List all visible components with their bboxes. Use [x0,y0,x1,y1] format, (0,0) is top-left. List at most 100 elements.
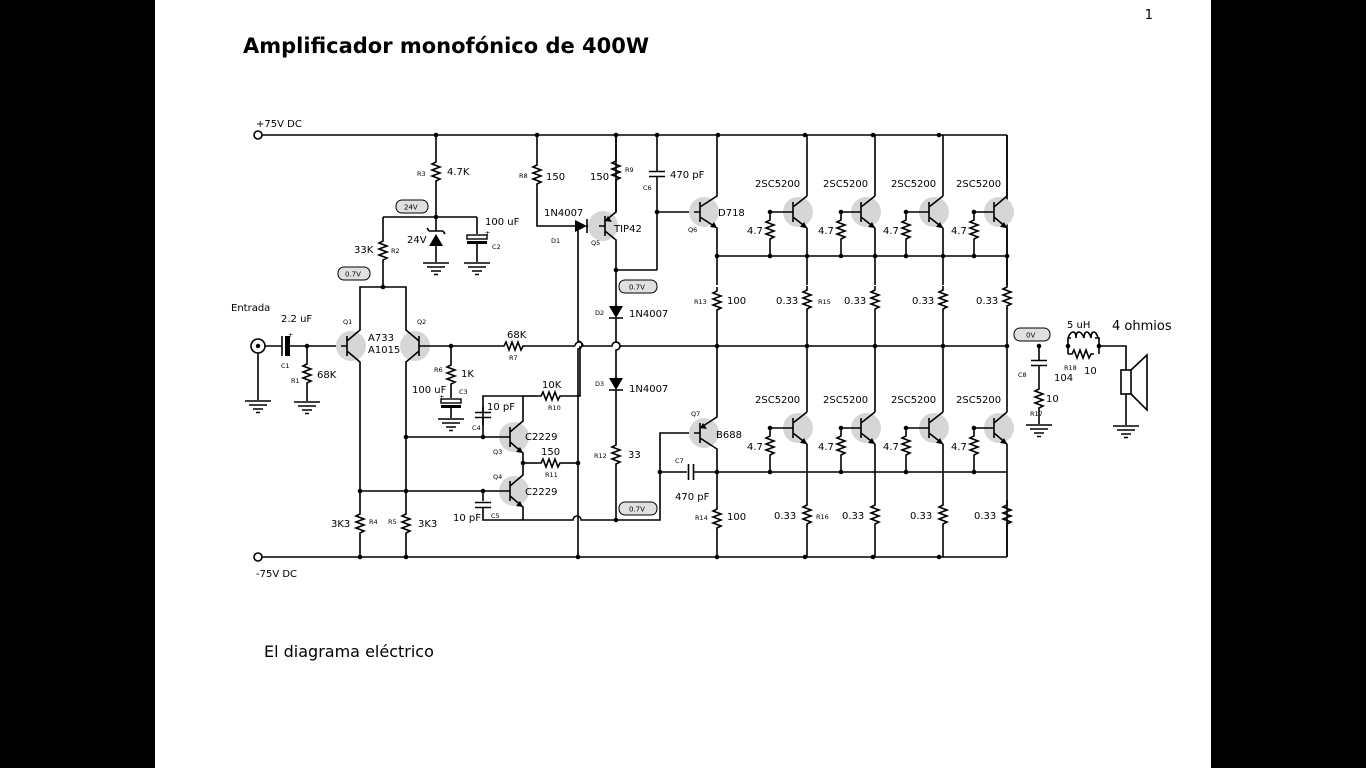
r16-ref: R16 [816,513,829,521]
r3-ref: R3 [417,170,426,178]
r2-ref: R2 [391,247,400,255]
q3-ref: Q3 [493,448,502,456]
d3-ref: D3 [595,380,604,388]
output-transistor-top-1: 2SC5200 4.7 0.33 [747,135,813,346]
d2-ref: D2 [595,309,604,317]
c6-compensation: 470 pF C6 [643,135,705,270]
r10-ref: R10 [548,404,561,412]
r11-ref: R11 [545,471,558,479]
emitter-resistor-value: 0.33 [842,511,864,522]
q1-q2-model-alt: A1015 [368,345,400,356]
svg-text:+: + [485,229,490,237]
r13-ref: R13 [694,298,707,306]
output-transistors-top [717,253,1007,259]
output-transistor-model: 2SC5200 [891,179,936,190]
r4-value: 3K3 [331,519,350,530]
r11-value: 150 [541,447,560,458]
r3-value: 4.7K [447,167,470,178]
c5-ref: C5 [491,512,500,520]
r8-value: 150 [546,172,565,183]
q7-ref: Q7 [691,410,700,418]
r14-ref: R14 [695,514,708,522]
output-transistor-model: 2SC5200 [755,395,800,406]
q7-model: B688 [716,430,742,441]
input-label: Entrada [231,303,270,314]
output-transistor-model: 2SC5200 [956,395,1001,406]
q4-ref: Q4 [493,473,502,481]
r10-value: 10K [542,380,562,391]
emitter-resistor-value: 0.33 [910,511,932,522]
q5-ref: Q5 [591,239,600,247]
feedback-network: 68K R7 1K R6 + 100 uF C3 [412,330,1007,432]
output-transistor-top-3: 2SC5200 4.7 0.33 [883,135,949,346]
bias-chain: 0.7V 1N4007 D2 1N4007 D3 33 R12 0.7V [594,267,694,523]
r9-value: 150 [590,172,609,183]
emitter-resistor-value: 0.33 [844,296,866,307]
base-resistor-value: 4.7 [883,442,899,453]
r5-ref: R5 [388,518,397,526]
r17-value: 10 [1046,394,1059,405]
svg-text:+: + [439,393,444,401]
emitter-resistor-value: 0.33 [976,296,998,307]
r8-ref: R8 [519,172,528,180]
current-source: 150 R8 1N4007 D1 TIP42 Q5 150 R9 [519,135,642,463]
d1-value: 1N4007 [544,208,583,219]
q1-ref: Q1 [343,318,352,326]
svg-text:+: + [288,331,293,339]
r12-value: 33 [628,450,641,461]
positive-rail-label: +75V DC [256,119,302,130]
base-resistor-value: 4.7 [883,226,899,237]
c3-value: 100 uF [412,385,447,396]
amplifier-schematic: +75V DC -75V DC Entrada + 2.2 uF [231,119,1172,580]
q6-ref: Q6 [688,226,697,234]
r4-ref: R4 [369,518,378,526]
emitter-resistor-value: 0.33 [776,296,798,307]
c8-ref: C8 [1018,371,1027,379]
input-section: Entrada + 2.2 uF C1 68K R1 [231,303,341,415]
c1-ref: C1 [281,362,290,370]
tag-q-base: 0.7V [345,271,361,279]
q2-ref: Q2 [417,318,426,326]
r15-ref: R15 [818,298,831,306]
diagram-caption: El diagrama eléctrico [264,642,434,661]
r2-value: 33K [354,245,374,256]
voltage-amplifier-stage: C2229 Q3 10 pF C4 10K R10 150 R11 C2229 … [403,346,615,557]
r1-ref: R1 [291,377,300,385]
q4-model: C2229 [525,487,557,498]
document-page: 1 Amplificador monofónico de 400W +75V D… [155,0,1211,768]
r18-ref: R18 [1064,364,1077,372]
base-resistor-value: 4.7 [951,226,967,237]
r14-value: 100 [727,512,746,523]
tag-out: 0V [1026,332,1035,340]
driver-stage: D718 Q6 100 R13 B688 Q7 100 R14 470 pF C… [657,135,746,557]
emitter-resistor-value: 0.33 [912,296,934,307]
output-transistors-bottom [717,469,1007,475]
output-transistor-model: 2SC5200 [755,179,800,190]
c4-ref: C4 [472,424,481,432]
c4-value: 10 pF [487,402,515,413]
bias-supply: 4.7K R3 33K R2 24V 24V + 100 [354,135,520,276]
c8-value: 104 [1054,373,1073,384]
base-resistor-value: 4.7 [747,226,763,237]
output-transistor-model: 2SC5200 [823,179,868,190]
r17-ref: R17 [1030,410,1043,418]
q3-model: C2229 [525,432,557,443]
c6-value: 470 pF [670,170,705,181]
r5-value: 3K3 [418,519,437,530]
d3-value: 1N4007 [629,384,668,395]
output-network: 0V 104 C8 10 R17 5 uH 10 R18 4 ohmios [1004,319,1172,439]
r1-value: 68K [317,370,337,381]
tag-24v: 24V [404,204,418,212]
base-resistor-value: 4.7 [818,226,834,237]
r18-value: 10 [1084,366,1097,377]
output-transistor-top-2: 2SC5200 4.7 0.33 [818,135,881,346]
input-differential-pair: Q1 Q2 A733 A1015 0.7V 3K3 R4 3K3 R5 [331,266,437,557]
r13-value: 100 [727,296,746,307]
q1-q2-model: A733 [368,333,394,344]
c2-value: 100 uF [485,217,520,228]
